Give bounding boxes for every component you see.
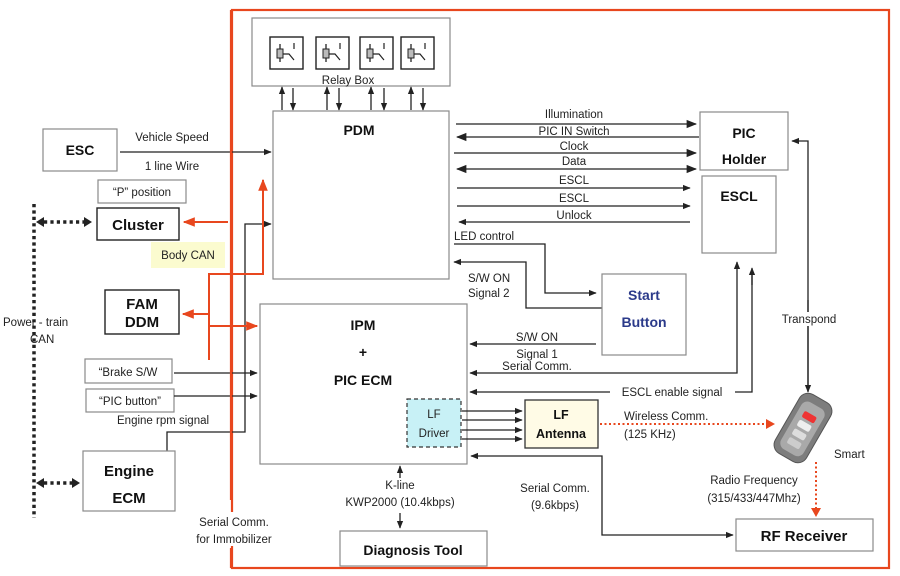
signal-sw-on-1-line2: Signal 1 [516,349,558,361]
serial-96-link: Serial Comm. (9.6kbps) [470,452,734,539]
lf-driver-label-1: LF [427,409,440,421]
signal-escl-1: ESCL [559,175,590,187]
rf-receiver-label: RF Receiver [761,528,848,545]
pic-holder-block: PIC Holder [699,111,789,171]
transpond-link: Transpond [775,137,843,393]
kline-link: K-line KWP2000 (10.4kbps) [345,465,455,529]
engine-ecm-label-1: Engine [104,463,154,480]
ipm-label-1: IPM [351,317,376,333]
lf-antenna-label-2: Antenna [536,427,587,441]
lf-antenna-block: LF Antenna [524,399,599,449]
engine-ecm-label-2: ECM [112,490,145,507]
ipm-right-signals: S/W ON Signal 1 Serial Comm. ESCL enable… [469,261,756,399]
signal-unlock: Unlock [556,210,591,222]
engine-ecm-block: Engine ECM [82,450,176,512]
signal-data: Data [562,156,587,168]
diagnosis-tool-label: Diagnosis Tool [363,542,462,558]
diagnosis-tool-block: Diagnosis Tool [339,530,488,567]
lf-driver-block: LF Driver [406,398,462,448]
esc-label: ESC [66,142,95,158]
lf-antenna-label-1: LF [553,408,569,422]
signal-sw-on-2-line2: Signal 2 [468,288,510,300]
pdm-label: PDM [343,122,374,138]
signal-rf-line1: Radio Frequency [710,475,798,487]
lf-driver-antenna-lines [462,407,523,443]
relay-icon [400,36,435,70]
wireless-link: Wireless Comm. (125 KHz) [600,411,775,441]
escl-label: ESCL [720,188,758,204]
p-position-label: “P” position [113,187,171,199]
relay-icon [359,36,394,70]
start-button-label-2: Button [621,314,666,330]
signal-serial-96-line1: Serial Comm. [520,483,590,495]
signal-illumination: Illumination [545,109,603,121]
signal-serial-comm: Serial Comm. [502,361,572,373]
signal-escl-2: ESCL [559,193,590,205]
signal-led-control: LED control [454,231,514,243]
relay-box: Relay Box [251,17,451,87]
brake-sw-label: “Brake S/W [99,367,158,379]
signal-sw-on-1-line1: S/W ON [516,332,558,344]
signal-rf-line2: (315/433/447Mhz) [707,493,801,505]
signal-transpond: Transpond [782,314,837,326]
smart-key-label: Smart [834,449,865,461]
body-can-text: Body CAN [161,250,215,262]
lf-driver-label-2: Driver [419,428,450,440]
pic-holder-label-2: Holder [722,151,767,167]
pdm-block: PDM [272,110,450,280]
body-can-bus [181,10,268,500]
ipm-label-3: PIC ECM [334,372,392,388]
fam-label-2: DDM [125,314,159,331]
signal-serial-96-line2: (9.6kbps) [531,500,579,512]
start-button-links: LED control S/W ON Signal 2 [453,231,603,309]
cluster-label: Cluster [112,217,164,234]
signal-wireless-line2: (125 KHz) [624,429,676,441]
signal-escl-enable: ESCL enable signal [622,387,723,399]
signal-kline-line1: K-line [385,480,414,492]
rf-receiver-block: RF Receiver [735,518,874,552]
powertrain-label-1: Power - train [3,317,68,329]
signal-kline-line2: KWP2000 (10.4kbps) [345,497,454,509]
start-button-label-1: Start [628,287,660,303]
escl-block: ESCL [701,175,777,254]
fam-ddm-block: FAM DDM [104,289,180,335]
fam-label-1: FAM [126,296,158,313]
pdm-signal-lines: Illumination PIC IN Switch Clock Data ES… [454,109,699,226]
signal-one-line-wire: 1 line Wire [145,161,199,173]
relay-pdm-arrows [278,86,427,111]
signal-engine-rpm: Engine rpm signal [117,415,209,427]
signal-wireless-line1: Wireless Comm. [624,411,708,423]
powertrain-can-bus: Power - train CAN [3,204,92,518]
signal-sw-on-2-line1: S/W ON [468,273,510,285]
esc-block: ESC [42,128,118,172]
relay-icon [315,36,350,70]
pic-holder-label-1: PIC [732,125,755,141]
pic-button-label: “PIC button” [99,396,161,408]
signal-immob-line2: for Immobilizer [196,534,272,546]
signal-pic-in-switch: PIC IN Switch [539,126,610,138]
smart-key-fob-icon [773,392,833,464]
cluster-block: Cluster [96,207,180,241]
relay-box-label: Relay Box [322,75,375,87]
powertrain-label-2: CAN [30,334,54,346]
ipm-label-2: + [359,344,367,360]
signal-vehicle-speed: Vehicle Speed [135,132,209,144]
start-button-block: Start Button [601,273,687,356]
relay-icon [269,36,304,70]
rf-link: Radio Frequency (315/433/447Mhz) [707,462,821,517]
relay-icons [269,36,435,70]
p-position-block: “P” position [97,179,187,204]
engine-rpm-line [166,220,272,452]
signal-clock: Clock [560,141,589,153]
signal-immob-line1: Serial Comm. [199,517,269,529]
brake-sw-block: “Brake S/W [84,358,173,384]
body-can-label: Body CAN [151,242,225,268]
pic-button-block: “PIC button” [85,388,175,413]
immobilizer-label-bg [186,512,286,546]
